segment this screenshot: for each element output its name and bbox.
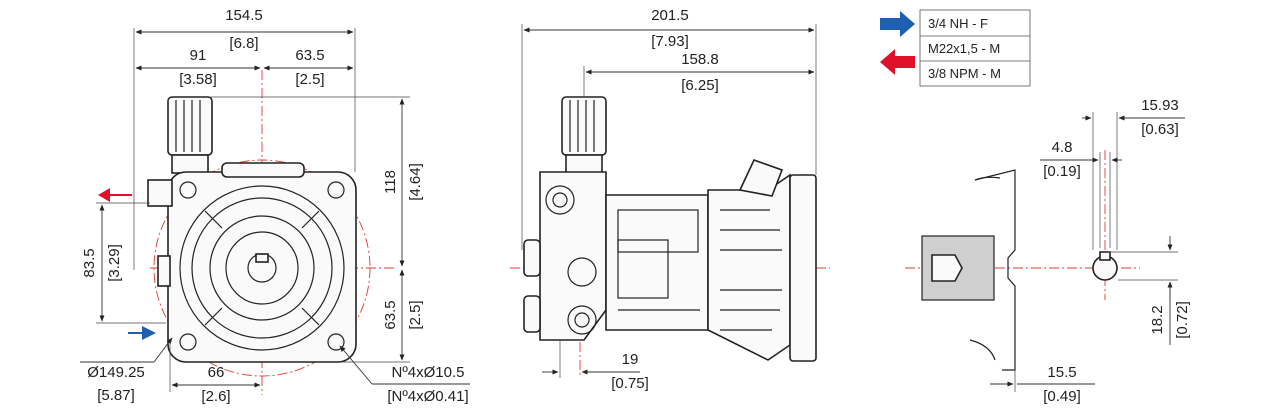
outlet-arrow-icon	[98, 188, 110, 202]
oil-cap	[738, 159, 784, 197]
holes-leader	[339, 345, 373, 385]
outlet-fitting	[545, 185, 575, 215]
key-width-mm: 4.8	[1052, 139, 1073, 156]
pump-housing	[167, 171, 357, 363]
key-height-mm: 18.2	[1149, 305, 1166, 334]
shaft-dia-in: [0.63]	[1141, 121, 1179, 138]
side-plug-upper	[523, 239, 541, 277]
side-knob	[561, 96, 607, 176]
port-legend: 3/4 NH - F M22x1,5 - M 3/8 NPM - M	[880, 9, 1031, 87]
inlet-offset-mm: 19	[622, 351, 639, 368]
diameter-in: [5.87]	[97, 387, 135, 404]
right-offset-in: [2.5]	[295, 71, 324, 88]
unloader-knob	[167, 96, 213, 174]
upper-height-mm: 118	[382, 170, 399, 194]
holes-mm: Nº4xØ10.5	[391, 364, 464, 381]
bottom-width-mm: 66	[208, 364, 225, 381]
upper-height-in: [4.64]	[407, 163, 424, 201]
overall-length-in: [7.93]	[651, 33, 689, 50]
legend-middle-label: M22x1,5 - M	[928, 41, 1000, 56]
mount-hole-bl	[179, 333, 197, 351]
key-width-in: [0.19]	[1043, 163, 1081, 180]
inlet-arrow-icon	[142, 326, 156, 340]
port-height-mm: 83.5	[81, 248, 98, 277]
holes-in: [Nº4xØ0.41]	[387, 388, 468, 405]
flange-inner	[209, 215, 315, 321]
shaft-length-mm: 15.5	[1047, 364, 1076, 381]
body-length-in: [6.25]	[681, 77, 719, 94]
side-flange	[789, 174, 817, 362]
flange-ring	[191, 197, 333, 339]
left-offset-in: [3.58]	[179, 71, 217, 88]
outlet-arrow-icon	[880, 49, 915, 75]
overall-width-in: [6.8]	[229, 35, 258, 52]
valve-plug	[567, 257, 597, 287]
overall-width-mm: 154.5	[225, 7, 263, 24]
shaft-bore-section	[931, 254, 963, 282]
overall-length-mm: 201.5	[651, 7, 689, 24]
top-boss	[221, 162, 305, 178]
key-height-in: [0.72]	[1174, 301, 1191, 339]
front-view: 154.5 [6.8] 91 [3.58] 63.5 [2.5] 118 [4.…	[80, 7, 470, 405]
shaft-detail: 15.93 [0.63] 4.8 [0.19] 18.2 [0.72] 15.5…	[905, 97, 1191, 405]
mount-hole-br	[327, 333, 345, 351]
body-length-mm: 158.8	[681, 51, 719, 68]
shaft-end-key	[1099, 251, 1111, 261]
legend-box	[919, 9, 1031, 87]
flange-profile	[974, 169, 1016, 371]
inlet-offset-in: [0.75]	[611, 375, 649, 392]
side-boss	[157, 255, 171, 287]
flange-outer	[179, 185, 345, 351]
inlet-arrow-icon	[880, 11, 915, 37]
diameter-mm: Ø149.25	[87, 364, 145, 381]
shaft-dia-mm: 15.93	[1141, 97, 1179, 114]
lower-height-in: [2.5]	[407, 300, 424, 329]
inlet-fitting	[567, 305, 597, 335]
outlet-port	[147, 179, 173, 207]
ribbed-housing	[707, 173, 791, 361]
legend-inlet-label: 3/4 NH - F	[928, 16, 988, 31]
shaft-key	[255, 253, 269, 263]
flange-bolt-circle	[153, 159, 371, 377]
port-height-in: [3.29]	[106, 244, 123, 282]
left-offset-mm: 91	[190, 47, 207, 64]
mount-hole-tr	[327, 181, 345, 199]
mount-hole-tl	[179, 181, 197, 199]
legend-outlet-label: 3/8 NPM - M	[928, 66, 1001, 81]
side-view: 201.5 [7.93] 158.8 [6.25] 19 [0.75]	[510, 7, 830, 392]
lower-height-mm: 63.5	[382, 300, 399, 329]
diameter-leader	[153, 337, 173, 363]
shaft-bore	[225, 231, 299, 305]
bottom-width-in: [2.6]	[201, 388, 230, 405]
side-plug-lower	[523, 295, 541, 333]
shaft-length-in: [0.49]	[1043, 388, 1081, 405]
right-offset-mm: 63.5	[295, 47, 324, 64]
manifold	[539, 171, 607, 341]
